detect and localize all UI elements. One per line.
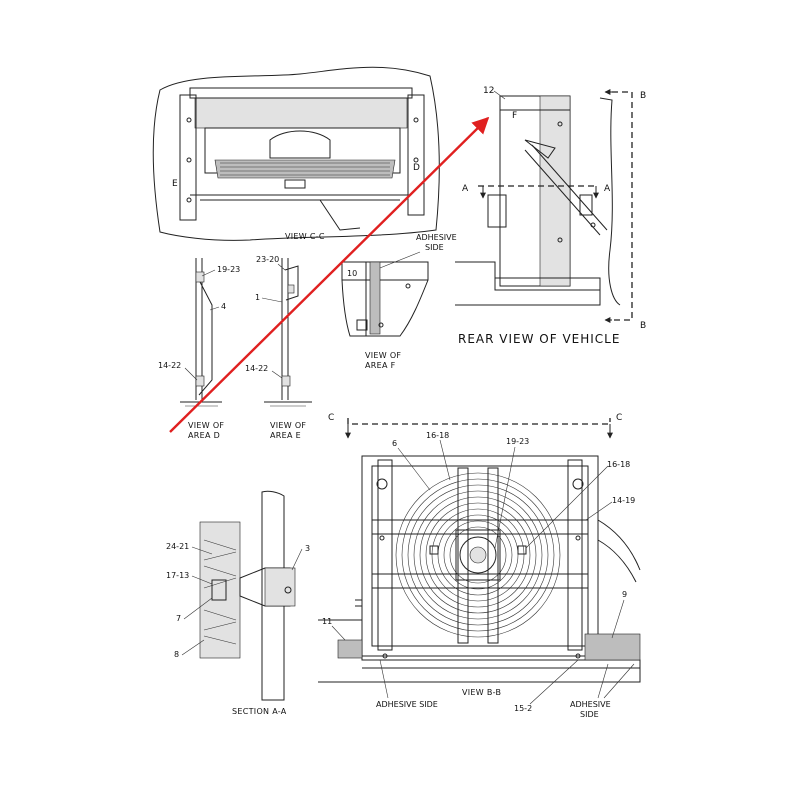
view-letter-c-right: C xyxy=(616,413,622,423)
callout-15-2: 15-2 xyxy=(514,704,532,713)
callout-12: 12 xyxy=(483,86,494,96)
view-c-c-caption: VIEW C-C xyxy=(285,232,325,241)
section-a-a: 3 24-21 17-13 7 8 SECTION A-A xyxy=(166,490,310,716)
callout-14-22-d: 14-22 xyxy=(158,361,181,370)
red-pointer-arrow xyxy=(169,116,490,433)
area-e-caption-1: VIEW OF xyxy=(270,421,306,430)
view-letter-a-left: A xyxy=(462,184,469,194)
callout-4: 4 xyxy=(221,302,226,311)
callout-17-13: 17-13 xyxy=(166,571,189,580)
view-letter-c-left: C xyxy=(328,413,334,423)
view-b-b: C C xyxy=(318,413,641,719)
view-letter-f: F xyxy=(512,111,517,121)
callout-16-18-right: 16-18 xyxy=(607,460,630,469)
callout-23-20: 23-20 xyxy=(256,255,279,264)
adhesive-bottom-right-2: SIDE xyxy=(580,710,599,719)
adhesive-top-1: ADHESIVE xyxy=(416,233,457,242)
view-letter-a-right: A xyxy=(604,184,611,194)
callout-11: 11 xyxy=(322,617,332,626)
area-d-caption-2: AREA D xyxy=(188,431,220,440)
callout-16-18-top: 16-18 xyxy=(426,431,449,440)
view-area-f: 10 ADHESIVE SIDE VIEW OF AREA F xyxy=(341,233,457,370)
fan-guard xyxy=(395,472,561,638)
rear-view: B B A A 12 F REAR VIEW OF VEHICLE xyxy=(455,86,646,346)
adhesive-bottom-right-1: ADHESIVE xyxy=(570,700,611,709)
callout-14-22-e: 14-22 xyxy=(245,364,268,373)
area-f-caption-2: AREA F xyxy=(365,361,396,370)
callout-9: 9 xyxy=(622,590,627,599)
callout-3: 3 xyxy=(305,544,310,553)
adhesive-bottom-left: ADHESIVE SIDE xyxy=(376,700,438,709)
view-letter-d: D xyxy=(413,163,420,173)
callout-8: 8 xyxy=(174,650,179,659)
view-b-b-caption: VIEW B-B xyxy=(462,688,501,697)
rear-view-caption: REAR VIEW OF VEHICLE xyxy=(458,332,620,346)
adhesive-top-2: SIDE xyxy=(425,243,444,252)
callout-24-21: 24-21 xyxy=(166,542,189,551)
view-letter-b-bottom: B xyxy=(640,321,646,331)
callout-7: 7 xyxy=(176,614,181,623)
section-a-a-caption: SECTION A-A xyxy=(232,707,287,716)
area-d-caption-1: VIEW OF xyxy=(188,421,224,430)
callout-14-19: 14-19 xyxy=(612,496,635,505)
callout-6: 6 xyxy=(392,439,397,448)
view-letter-b-top: B xyxy=(640,91,646,101)
callout-19-23-d: 19-23 xyxy=(217,265,240,274)
view-letter-e: E xyxy=(172,179,178,189)
view-area-e: 23-20 1 14-22 VIEW OF AREA E xyxy=(245,255,312,440)
view-c-c: E D VIEW C-C xyxy=(152,66,440,241)
callout-10: 10 xyxy=(347,269,357,278)
area-e-caption-2: AREA E xyxy=(270,431,301,440)
callout-19-23-b: 19-23 xyxy=(506,437,529,446)
area-f-caption-1: VIEW OF xyxy=(365,351,401,360)
view-area-d: 19-23 4 14-22 VIEW OF AREA D xyxy=(158,258,240,440)
callout-1: 1 xyxy=(255,293,260,302)
